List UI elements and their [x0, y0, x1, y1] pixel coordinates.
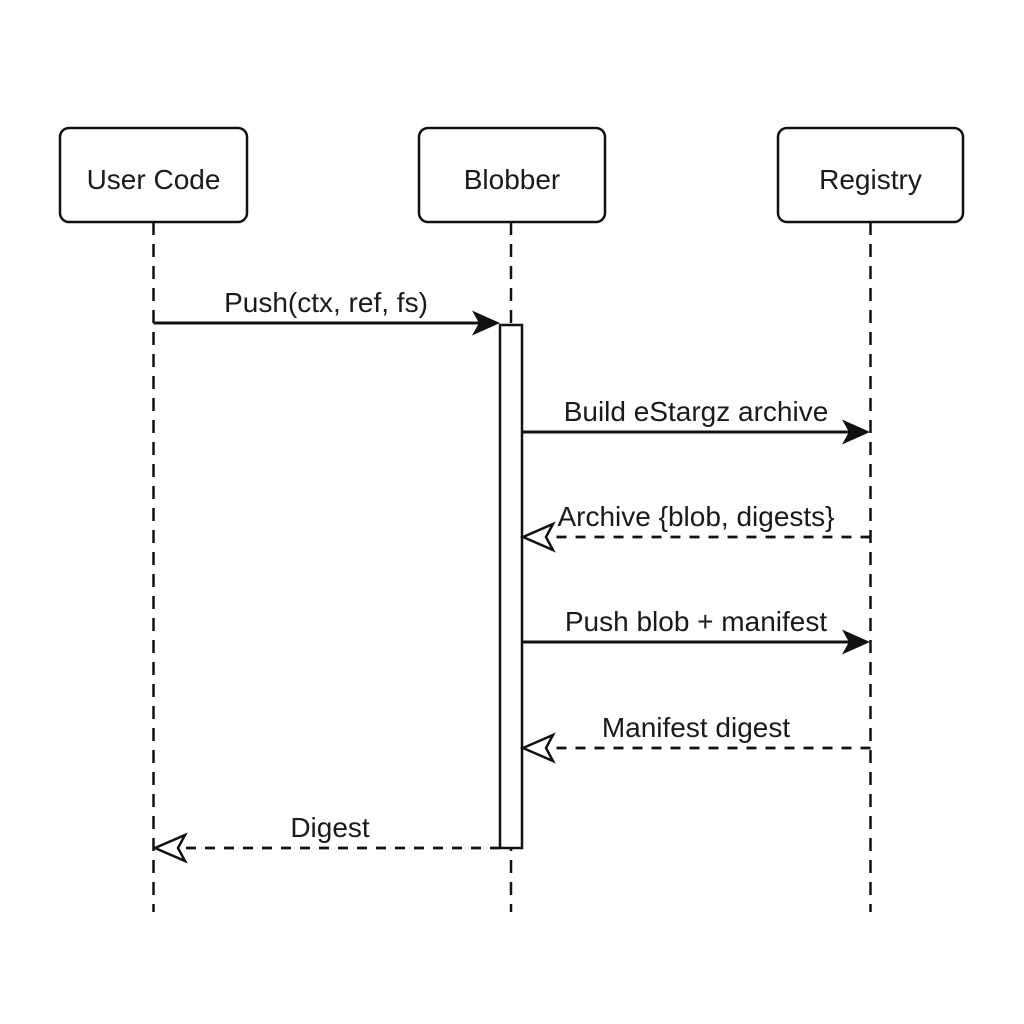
message-label: Push(ctx, ref, fs) — [224, 287, 428, 318]
participant-user-code: User Code — [58, 126, 249, 224]
participant-box-blobber — [417, 126, 607, 224]
participant-label-user-code: User Code — [87, 164, 221, 195]
participant-label-blobber: Blobber — [464, 164, 561, 195]
arrowhead-filled-right-icon — [472, 310, 500, 336]
arrowhead-filled-right-icon — [842, 419, 870, 445]
message-manifest-digest: Manifest digest — [519, 712, 871, 764]
message-push-ctx-ref-fs: Push(ctx, ref, fs) — [153, 287, 500, 336]
message-push-blob-manifest: Push blob + manifest — [522, 606, 870, 655]
participant-box-user-code — [58, 126, 249, 224]
message-label: Archive {blob, digests} — [557, 501, 834, 532]
message-label: Digest — [290, 812, 370, 843]
participant-label-registry: Registry — [819, 164, 922, 195]
arrowhead-filled-right-icon — [842, 629, 870, 655]
message-build-estargz-archive: Build eStargz archive — [522, 396, 870, 445]
message-digest: Digest — [151, 812, 500, 864]
participant-registry: Registry — [776, 126, 965, 224]
message-label: Build eStargz archive — [564, 396, 829, 427]
participant-blobber: Blobber — [417, 126, 607, 224]
arrowhead-open-left-icon — [151, 832, 188, 864]
participant-box-registry — [776, 126, 965, 224]
message-label: Push blob + manifest — [565, 606, 827, 637]
message-label: Manifest digest — [602, 712, 791, 743]
arrowhead-open-left-icon — [519, 521, 556, 553]
message-archive-blob-digests: Archive {blob, digests} — [519, 501, 871, 553]
arrowhead-open-left-icon — [519, 732, 556, 764]
activation-bar-blobber — [498, 323, 524, 850]
